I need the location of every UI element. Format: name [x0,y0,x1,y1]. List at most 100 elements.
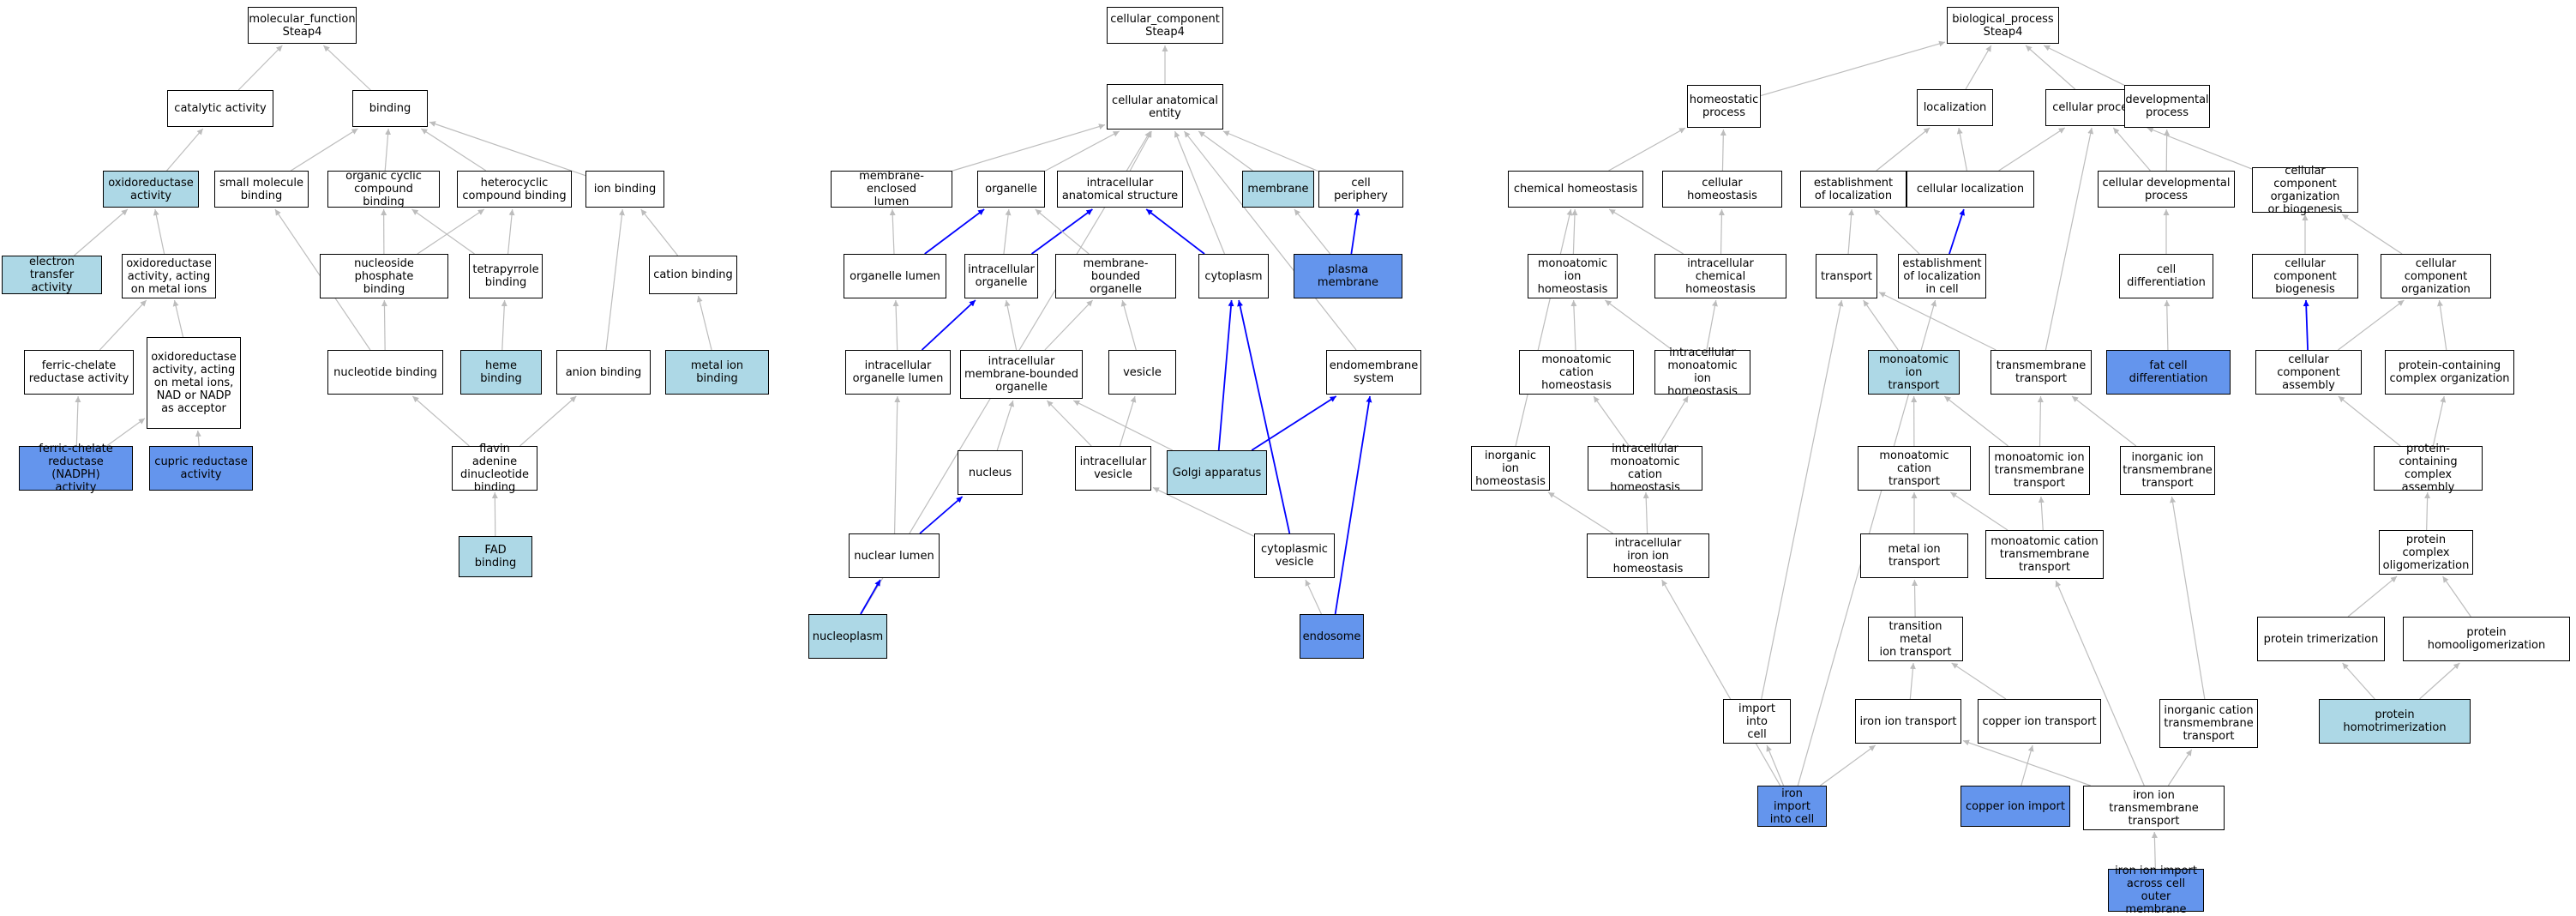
go-term-organelle: organelle [977,171,1045,208]
go-term-catalytic: catalytic activity [167,90,273,127]
edge-binding-to-mf [323,45,370,90]
go-term-ccob: cellular component organization or bioge… [2252,167,2358,213]
go-term-mono-cation-transport: monoatomic cation transport [1858,446,1971,491]
edge-intra-mono-cation-homeo-to-intra-mono-ion-homeo [1659,396,1689,446]
edge-est-loc-cell-to-est-loc [1874,209,1919,254]
edge-heme-binding-to-tetrapyrrole [502,300,505,350]
go-term-cell-diff: cell differentiation [2119,254,2213,298]
go-term-fad-dinuc: flavin adenine dinucleotide binding [452,446,537,491]
go-term-fad-binding: FAD binding [459,536,532,577]
edge-protein-homotrimer-to-protein-trimer [2343,663,2375,699]
go-term-organic-cyclic: organic cyclic compound binding [327,171,440,208]
edge-import-into-cell-to-transport [1762,300,1842,699]
edge-oxred-nad-to-oxred-metal [175,300,183,337]
go-term-mono-ion-transport: monoatomic ion transport [1868,350,1960,395]
edge-endomembrane-to-cae [1184,131,1356,350]
edge-endosome-to-endomembrane [1336,396,1370,614]
edge-cell-periphery-to-cae [1223,131,1318,172]
go-term-intra-organelle: intracellular organelle [964,254,1038,298]
edge-tetrapyrrole-to-heterocyclic [508,209,513,254]
go-term-transition-metal: transition metal ion transport [1868,617,1963,661]
go-term-developmental: developmental process [2124,85,2210,128]
go-term-membrane-bounded: membrane-bounded organelle [1055,254,1176,298]
edge-intra-iron-homeo-to-intra-mono-cation-homeo [1646,492,1648,533]
edge-iron-ion-tm-to-inorganic-cation-tm [2168,750,2191,786]
edge-inorganic-homeo-to-chem-homeo [1516,209,1570,446]
edge-nuclear-lumen-to-intra-org-lumen [895,396,898,533]
go-term-oxred-metal: oxidoreductase activity, acting on metal… [122,254,216,298]
edge-protein-trimer-to-protein-oligo [2348,576,2397,617]
edge-intra-vesicle-to-vesicle [1120,396,1135,446]
edge-copper-import-to-copper-ion-transport [2021,745,2033,786]
edge-intra-vesicle-to-intra-mbo [1047,401,1091,446]
go-term-heme-binding: heme binding [460,350,542,395]
edge-transmembrane-to-cellular-process [2045,128,2092,350]
go-term-mono-cation-tm: monoatomic cation transmembrane transpor… [1985,530,2104,579]
go-term-fat-cell: fat cell differentiation [2106,350,2231,395]
go-term-cytoplasm: cytoplasm [1198,254,1269,298]
edge-est-loc-to-localization [1876,128,1930,171]
go-term-membrane-enclosed: membrane-enclosed lumen [831,171,952,208]
edge-transmembrane-to-transport [1879,292,1996,350]
edge-localization-to-bp [1966,45,1991,89]
go-term-nuclear-lumen: nuclear lumen [849,533,940,578]
edge-iron-ion-transport-to-transition-metal [1910,663,1913,699]
go-term-cell-loc: cellular localization [1906,171,2034,208]
edge-endosome-to-cyto-vesicle [1306,580,1322,614]
edge-nucleoside-phosphate-to-heterocyclic [417,209,484,254]
go-term-mf: molecular_function Steap4 [248,7,357,44]
go-term-copper-ion-transport: copper ion transport [1978,699,2101,744]
edge-ccob-to-cellular-process [2147,128,2252,169]
edge-cyto-vesicle-to-cytoplasm [1239,300,1289,533]
go-term-bp: biological_process Steap4 [1947,7,2059,44]
edge-fad-dinuc-to-nucleotide-binding [412,396,469,446]
edge-protein-oligo-to-protein-complex-asm [2427,492,2428,530]
edge-protein-complex-org-to-cc-organization [2440,300,2447,350]
edge-cc-assembly-to-cc-biogenesis [2306,300,2308,350]
go-term-protein-oligo: protein complex oligomerization [2379,530,2473,575]
go-term-cc-organization: cellular component organization [2381,254,2491,298]
go-term-plasma-membrane: plasma membrane [1294,254,1402,298]
go-term-membrane: membrane [1242,171,1314,208]
go-term-anion-binding: anion binding [556,350,651,395]
edge-membrane-to-cae [1198,131,1252,171]
edge-intra-chem-homeo-to-chem-homeo [1609,209,1684,254]
edge-cupric-to-oxred-nad [198,431,200,446]
go-term-nucleoside-phosphate: nucleoside phosphate binding [320,254,448,298]
go-term-chem-homeo: chemical homeostasis [1508,171,1643,208]
edge-nuclear-lumen-to-nucleus [920,497,963,533]
edge-anion-binding-to-ion-binding [606,209,622,350]
edge-protein-homotrimer-to-protein-homooligo [2419,663,2459,699]
edge-homeostatic-to-bp [1761,42,1945,95]
edge-mono-cation-tm-to-mono-ion-tm [2041,497,2043,530]
edge-oxred-metal-to-oxidoreductase [155,209,165,254]
go-term-cc-assembly: cellular component assembly [2255,350,2362,395]
edge-mono-ion-tm-to-mono-ion-transport [1944,396,2008,446]
go-term-cell-homeo: cellular homeostasis [1662,171,1782,208]
edge-intra-mbo-to-intra-organelle [1006,300,1017,350]
edge-intra-organelle-to-organelle [1004,209,1009,254]
go-term-intra-org-lumen: intracellular organelle lumen [845,350,951,395]
go-term-iron-ion-tm: iron ion transmembrane transport [2083,786,2225,830]
go-term-cae: cellular anatomical entity [1107,84,1223,130]
go-term-ferric-nadph: ferric-chelate reductase (NADPH) activit… [19,446,133,491]
go-term-organelle-lumen: organelle lumen [844,254,946,298]
edge-inorganic-cation-tm-to-inorganic-ion-tm [2171,497,2204,699]
edge-fad-dinuc-to-anion-binding [519,396,576,446]
go-term-mono-ion-tm: monoatomic ion transmembrane transport [1989,446,2090,495]
edge-inorganic-ion-tm-to-transmembrane [2072,396,2136,446]
edge-tetrapyrrole-to-organic-cyclic [411,209,474,254]
go-term-protein-homotrimer: protein homotrimerization [2319,699,2471,744]
go-term-cupric: cupric reductase activity [149,446,253,491]
edge-mono-ion-transport-to-transport [1864,300,1899,350]
edge-iron-import-to-import-into-cell [1767,745,1783,786]
go-term-cc-biogenesis: cellular component biogenesis [2252,254,2358,298]
edge-iron-ion-tm-to-mono-cation-tm [2056,581,2144,786]
go-term-golgi: Golgi apparatus [1167,450,1267,495]
go-term-cation-binding: cation binding [649,256,737,294]
go-term-protein-homooligo: protein homooligomerization [2403,617,2570,661]
go-term-ferric-chelate: ferric-chelate reductase activity [24,350,134,395]
edge-organic-cyclic-to-binding [385,129,388,171]
edge-cell-dev-to-cellular-process [2113,128,2150,171]
